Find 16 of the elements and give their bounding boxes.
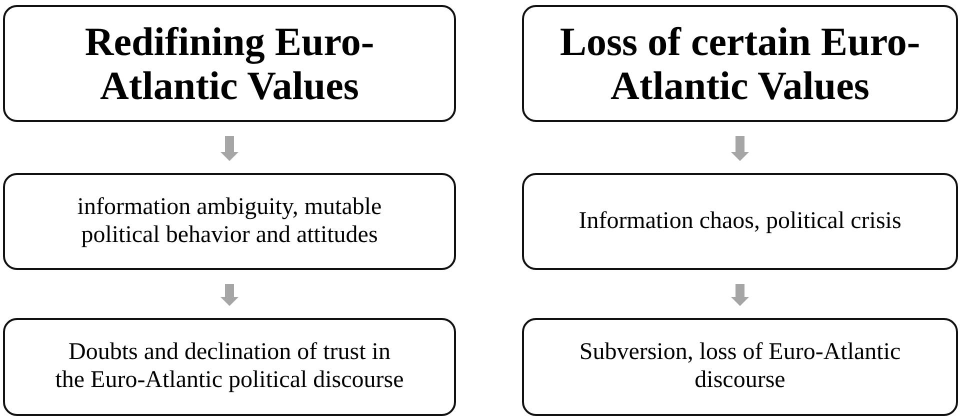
heading-box (522, 5, 958, 122)
process-box (522, 318, 958, 416)
box-text: Subversion, loss of Euro-Atlantic discourse (578, 339, 902, 395)
box-text: Doubts and declination of trust in the Euro-Atlantic political discourse (55, 339, 404, 395)
block-arrow (220, 136, 238, 161)
block-arrow (731, 284, 749, 306)
block-arrow (220, 284, 238, 306)
heading-text: Loss of certain Euro-Atlantic Values (558, 20, 922, 107)
box-text: information ambiguity, mutable political behavior and attitudes (76, 194, 383, 250)
block-arrow (731, 136, 749, 161)
box-text: Information chaos, political crisis (578, 208, 902, 236)
heading-text: Redifining Euro-Atlantic Values (84, 20, 376, 107)
process-box (3, 173, 456, 270)
process-box (522, 173, 958, 270)
heading-box (3, 5, 456, 122)
process-box (3, 318, 456, 416)
